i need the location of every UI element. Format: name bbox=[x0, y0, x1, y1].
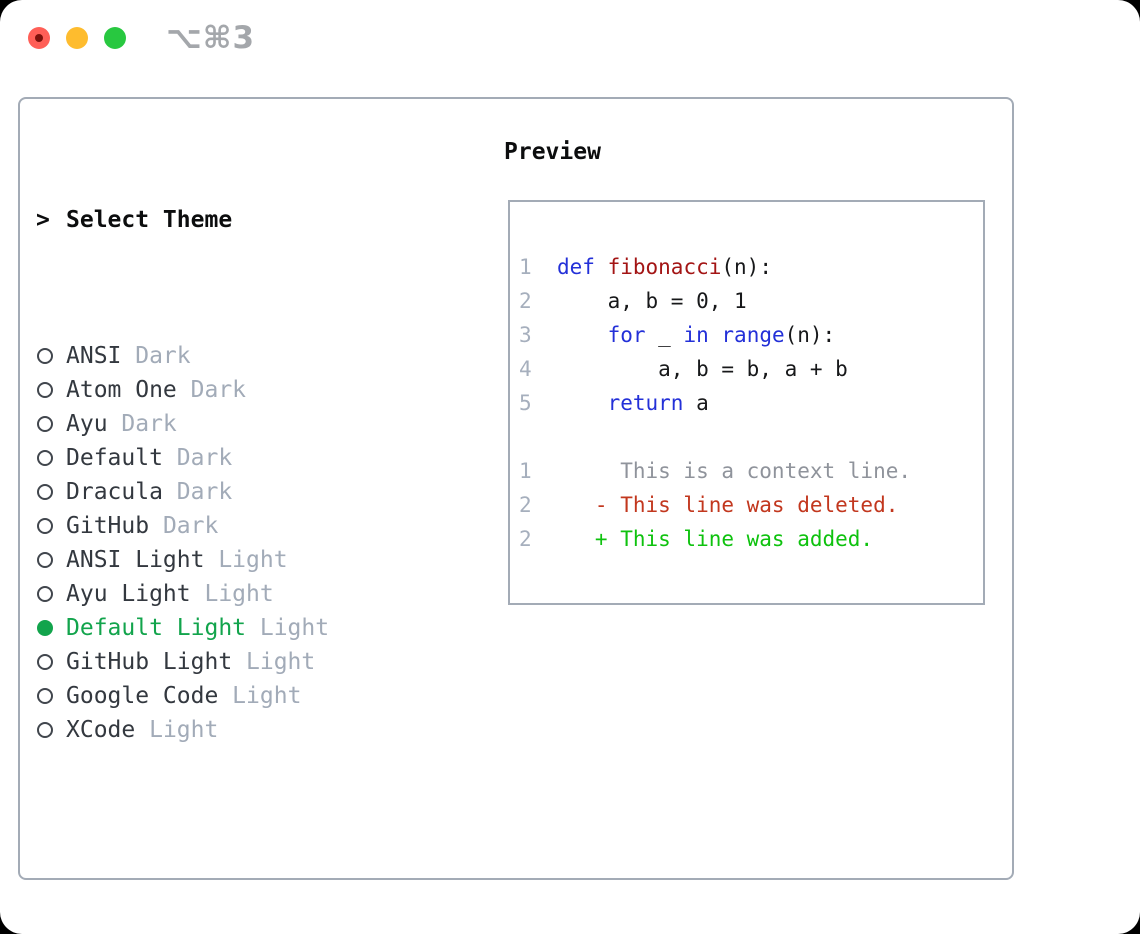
theme-option[interactable]: GitHub Light Light bbox=[36, 645, 468, 679]
preview-line: 3 for _ in range(n): bbox=[519, 318, 983, 352]
preview-line: 2 a, b = 0, 1 bbox=[519, 284, 983, 318]
option-label: Ayu Light bbox=[66, 581, 191, 607]
radio-icon bbox=[37, 450, 53, 466]
radio-selected-icon bbox=[37, 620, 53, 636]
spacer bbox=[519, 420, 983, 454]
theme-option[interactable]: Atom One Dark bbox=[36, 373, 468, 407]
option-label: ANSI bbox=[66, 343, 122, 369]
line-number: 4 bbox=[519, 357, 532, 381]
radio-icon bbox=[37, 382, 53, 398]
theme-variant-label: Light bbox=[204, 547, 288, 573]
option-label: GitHub Light bbox=[66, 649, 233, 675]
theme-variant-label: Dark bbox=[162, 445, 233, 471]
preview-line: 2 + This line was added. bbox=[519, 522, 983, 556]
select-theme-header: > Select Theme bbox=[36, 203, 468, 237]
theme-option[interactable]: Default Dark bbox=[36, 441, 468, 475]
line-number: 2 bbox=[519, 527, 532, 551]
theme-option[interactable]: Ayu Light Light bbox=[36, 577, 468, 611]
window-title: ⌥⌘3 bbox=[166, 20, 256, 56]
close-button[interactable] bbox=[28, 27, 50, 49]
preview-line: 5 return a bbox=[519, 386, 983, 420]
theme-variant-label: Dark bbox=[107, 411, 177, 437]
option-label: Ayu bbox=[66, 411, 108, 437]
radio-icon bbox=[37, 484, 53, 500]
zoom-button[interactable] bbox=[104, 27, 126, 49]
radio-icon bbox=[37, 722, 53, 738]
option-label: Dracula bbox=[66, 479, 163, 505]
theme-variant-label: Light bbox=[135, 717, 219, 743]
radio-icon bbox=[37, 586, 53, 602]
radio-icon bbox=[37, 552, 53, 568]
radio-icon bbox=[37, 688, 53, 704]
option-label: Default bbox=[66, 445, 163, 471]
theme-option[interactable]: ANSI Light Light bbox=[36, 543, 468, 577]
theme-option[interactable]: GitHub Dark bbox=[36, 509, 468, 543]
radio-icon bbox=[37, 654, 53, 670]
theme-option[interactable]: Dracula Dark bbox=[36, 475, 468, 509]
theme-variant-label: Light bbox=[246, 615, 330, 641]
traffic-lights bbox=[28, 27, 126, 49]
line-number: 2 bbox=[519, 493, 532, 517]
theme-variant-label: Dark bbox=[121, 343, 191, 369]
theme-variant-label: Dark bbox=[176, 377, 247, 403]
line-number: 1 bbox=[519, 255, 532, 279]
option-label: XCode bbox=[66, 717, 136, 743]
theme-option[interactable]: ANSI Dark bbox=[36, 339, 468, 373]
theme-variant-label: Dark bbox=[149, 513, 219, 539]
option-label: Default Light bbox=[66, 615, 247, 641]
line-number: 3 bbox=[519, 323, 532, 347]
minimize-button[interactable] bbox=[66, 27, 88, 49]
option-label: Google Code bbox=[66, 683, 219, 709]
theme-option[interactable]: XCode Light bbox=[36, 713, 468, 747]
line-number: 2 bbox=[519, 289, 532, 313]
focus-caret-icon: > bbox=[36, 207, 50, 233]
line-number: 1 bbox=[519, 459, 532, 483]
diff-preview-block: 1 This is a context line.2 - This line w… bbox=[519, 454, 983, 556]
spacer bbox=[36, 849, 468, 883]
option-label: Atom One bbox=[66, 377, 177, 403]
theme-variant-label: Light bbox=[232, 649, 316, 675]
preview-line: 4 a, b = b, a + b bbox=[519, 352, 983, 386]
theme-variant-label: Light bbox=[218, 683, 302, 709]
theme-option[interactable]: Ayu Dark bbox=[36, 407, 468, 441]
line-number: 5 bbox=[519, 391, 532, 415]
radio-icon bbox=[37, 416, 53, 432]
preview-title: Preview bbox=[504, 139, 601, 165]
theme-option[interactable]: Google Code Light bbox=[36, 679, 468, 713]
radio-icon bbox=[37, 348, 53, 364]
preview-line: 1 This is a context line. bbox=[519, 454, 983, 488]
option-label: ANSI Light bbox=[66, 547, 205, 573]
theme-variant-label: Dark bbox=[162, 479, 233, 505]
option-label: GitHub bbox=[66, 513, 150, 539]
theme-variant-label: Light bbox=[190, 581, 274, 607]
select-theme-title: Select Theme bbox=[66, 207, 233, 233]
theme-option[interactable]: Default Light Light bbox=[36, 611, 468, 645]
preview-line: 2 - This line was deleted. bbox=[519, 488, 983, 522]
radio-icon bbox=[37, 518, 53, 534]
